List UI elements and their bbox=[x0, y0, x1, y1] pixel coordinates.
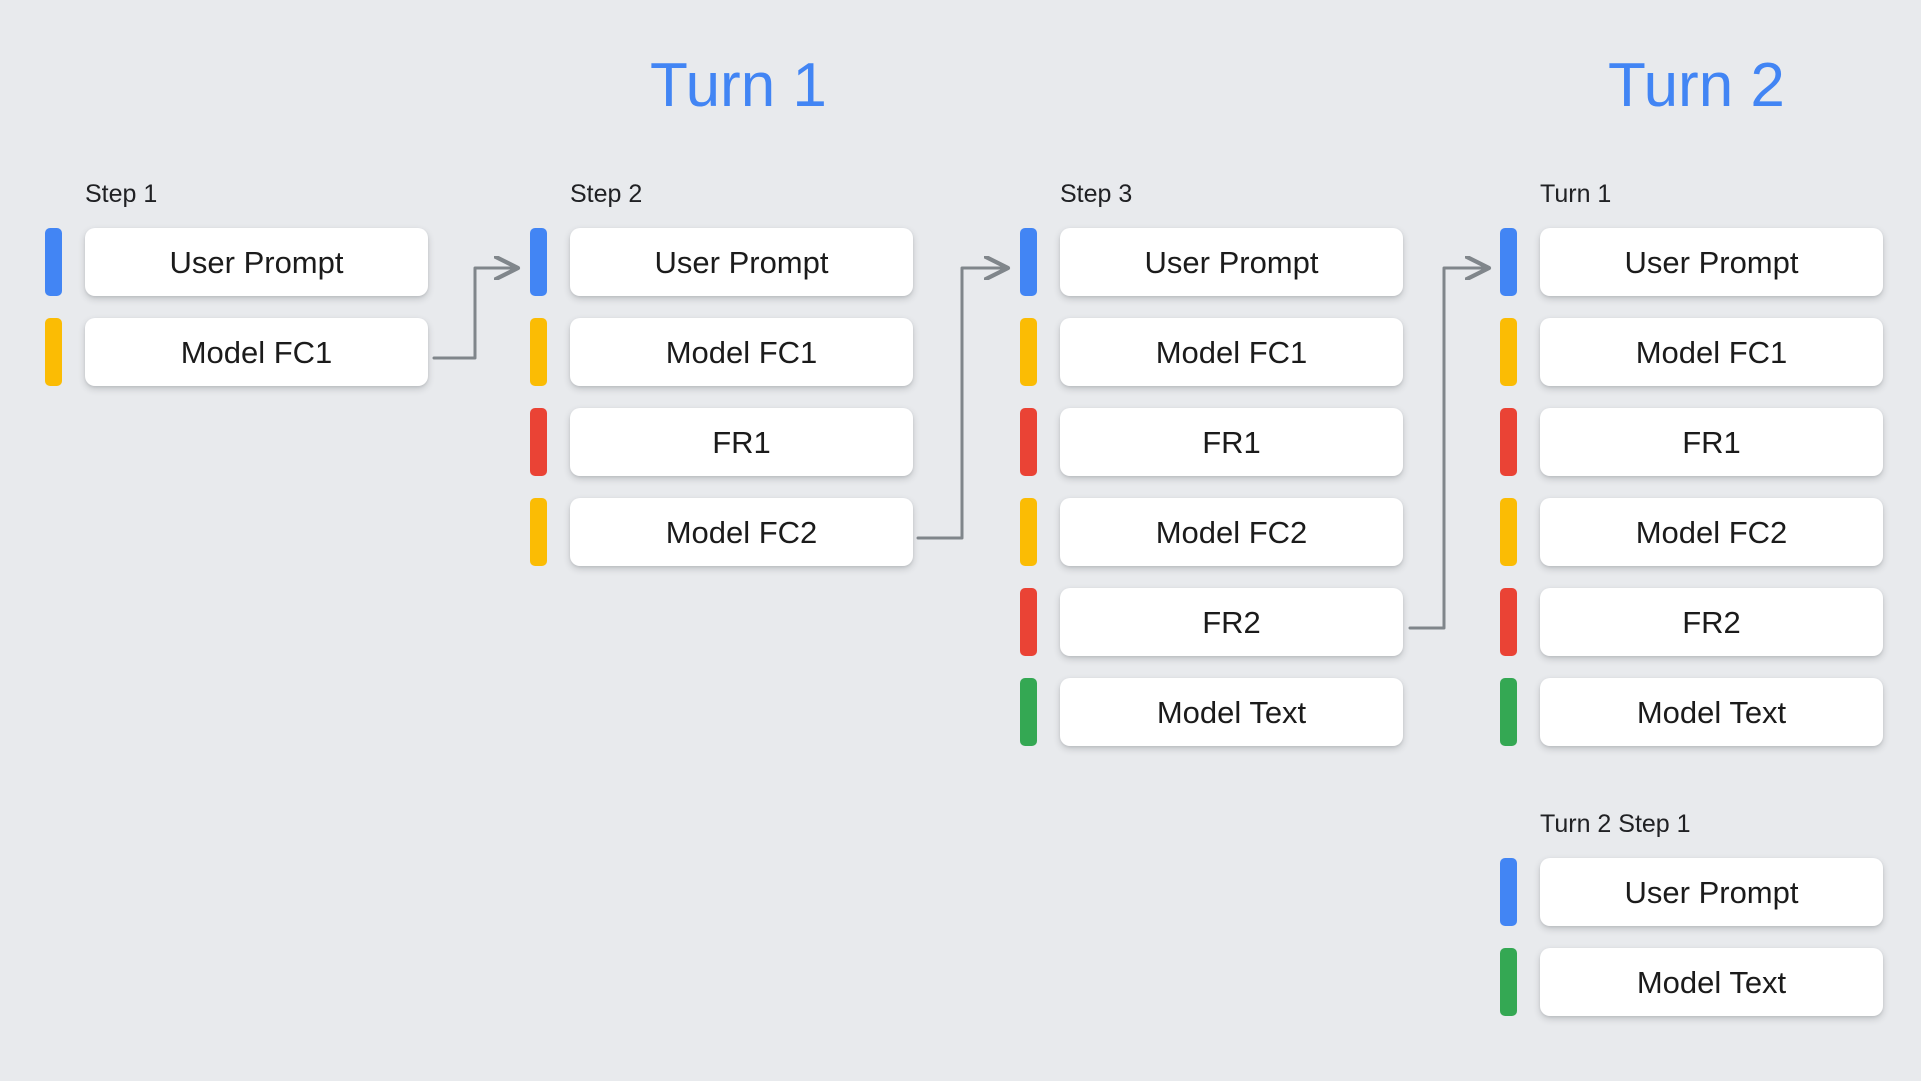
role-color-bar-yellow bbox=[1020, 318, 1037, 386]
message-card-label: Model Text bbox=[1636, 964, 1787, 1000]
message-card[interactable]: Model FC1 bbox=[1540, 318, 1883, 386]
role-color-bar-yellow bbox=[530, 498, 547, 566]
message-row: User Prompt bbox=[530, 228, 913, 296]
message-card-label: FR1 bbox=[712, 424, 771, 460]
message-row: FR1 bbox=[1020, 408, 1403, 476]
message-card-label: FR1 bbox=[1202, 424, 1261, 460]
message-card[interactable]: Model FC2 bbox=[570, 498, 913, 566]
message-row: Model Text bbox=[1020, 678, 1403, 746]
message-card[interactable]: Model FC1 bbox=[85, 318, 428, 386]
message-row: FR2 bbox=[1020, 588, 1403, 656]
message-card-label: Model FC2 bbox=[665, 514, 818, 550]
message-card-label: FR2 bbox=[1202, 604, 1261, 640]
message-card-label: Model FC2 bbox=[1155, 514, 1308, 550]
message-card[interactable]: User Prompt bbox=[570, 228, 913, 296]
message-row: FR1 bbox=[530, 408, 913, 476]
message-row: FR2 bbox=[1500, 588, 1883, 656]
role-color-bar-yellow bbox=[1500, 498, 1517, 566]
message-card-label: FR2 bbox=[1682, 604, 1741, 640]
role-color-bar-red bbox=[1020, 588, 1037, 656]
message-row: Model FC1 bbox=[1020, 318, 1403, 386]
role-color-bar-yellow bbox=[530, 318, 547, 386]
role-color-bar-red bbox=[1500, 588, 1517, 656]
message-card[interactable]: User Prompt bbox=[1540, 858, 1883, 926]
column-label-step-1: Step 1 bbox=[85, 180, 158, 208]
message-row: User Prompt bbox=[1500, 228, 1883, 296]
role-color-bar-red bbox=[1500, 408, 1517, 476]
role-color-bar-green bbox=[1500, 678, 1517, 746]
role-color-bar-blue bbox=[1500, 858, 1517, 926]
role-color-bar-green bbox=[1500, 948, 1517, 1016]
role-color-bar-yellow bbox=[1500, 318, 1517, 386]
message-card[interactable]: Model Text bbox=[1540, 948, 1883, 1016]
message-row: Model FC2 bbox=[530, 498, 913, 566]
message-card-label: Model FC1 bbox=[180, 334, 333, 370]
role-color-bar-red bbox=[1020, 408, 1037, 476]
message-card-label: Model FC1 bbox=[1635, 334, 1788, 370]
message-card[interactable]: FR2 bbox=[1060, 588, 1403, 656]
message-card-label: Model FC1 bbox=[665, 334, 818, 370]
turn-1-title: Turn 1 bbox=[650, 51, 827, 120]
message-card-label: User Prompt bbox=[1144, 244, 1319, 280]
message-card-label: Model FC1 bbox=[1155, 334, 1308, 370]
turn-2-title: Turn 2 bbox=[1608, 51, 1785, 120]
message-row: Model FC1 bbox=[530, 318, 913, 386]
column-label-step-3: Step 3 bbox=[1060, 180, 1133, 208]
role-color-bar-blue bbox=[1020, 228, 1037, 296]
message-card[interactable]: User Prompt bbox=[1540, 228, 1883, 296]
role-color-bar-yellow bbox=[1020, 498, 1037, 566]
message-card[interactable]: Model FC1 bbox=[1060, 318, 1403, 386]
message-card[interactable]: Model FC2 bbox=[1060, 498, 1403, 566]
column-label-step-2: Step 2 bbox=[570, 180, 643, 208]
role-color-bar-yellow bbox=[45, 318, 62, 386]
arrow-step1-to-step2-path bbox=[432, 268, 518, 360]
message-card-label: FR1 bbox=[1682, 424, 1741, 460]
message-row: FR1 bbox=[1500, 408, 1883, 476]
message-row: Model Text bbox=[1500, 678, 1883, 746]
column-label-turn-1-summary: Turn 1 bbox=[1540, 180, 1612, 208]
message-card[interactable]: Model Text bbox=[1060, 678, 1403, 746]
role-color-bar-blue bbox=[1500, 228, 1517, 296]
role-color-bar-red bbox=[530, 408, 547, 476]
arrow-step3-to-turn1-path bbox=[1408, 268, 1489, 630]
message-card[interactable]: Model FC1 bbox=[570, 318, 913, 386]
role-color-bar-blue bbox=[530, 228, 547, 296]
message-row: Model FC2 bbox=[1500, 498, 1883, 566]
message-row: Model FC1 bbox=[45, 318, 428, 386]
message-card[interactable]: FR2 bbox=[1540, 588, 1883, 656]
message-card-label: User Prompt bbox=[654, 244, 829, 280]
message-card-label: User Prompt bbox=[169, 244, 344, 280]
message-card[interactable]: User Prompt bbox=[1060, 228, 1403, 296]
role-color-bar-green bbox=[1020, 678, 1037, 746]
message-card[interactable]: Model FC2 bbox=[1540, 498, 1883, 566]
message-card-label: Model Text bbox=[1636, 694, 1787, 730]
message-card-label: User Prompt bbox=[1624, 244, 1799, 280]
message-row: User Prompt bbox=[45, 228, 428, 296]
message-row: Model Text bbox=[1500, 948, 1883, 1016]
message-card[interactable]: FR1 bbox=[1060, 408, 1403, 476]
message-card[interactable]: FR1 bbox=[1540, 408, 1883, 476]
message-row: User Prompt bbox=[1500, 858, 1883, 926]
message-row: Model FC1 bbox=[1500, 318, 1883, 386]
message-card-label: Model FC2 bbox=[1635, 514, 1788, 550]
role-color-bar-blue bbox=[45, 228, 62, 296]
message-card-label: User Prompt bbox=[1624, 874, 1799, 910]
message-card[interactable]: FR1 bbox=[570, 408, 913, 476]
message-row: Model FC2 bbox=[1020, 498, 1403, 566]
message-row: User Prompt bbox=[1020, 228, 1403, 296]
message-card-label: Model Text bbox=[1156, 694, 1307, 730]
message-card[interactable]: Model Text bbox=[1540, 678, 1883, 746]
message-card[interactable]: User Prompt bbox=[85, 228, 428, 296]
column-label-turn-2-step-1: Turn 2 Step 1 bbox=[1540, 810, 1691, 838]
arrow-step2-to-step3-path bbox=[916, 268, 1008, 540]
